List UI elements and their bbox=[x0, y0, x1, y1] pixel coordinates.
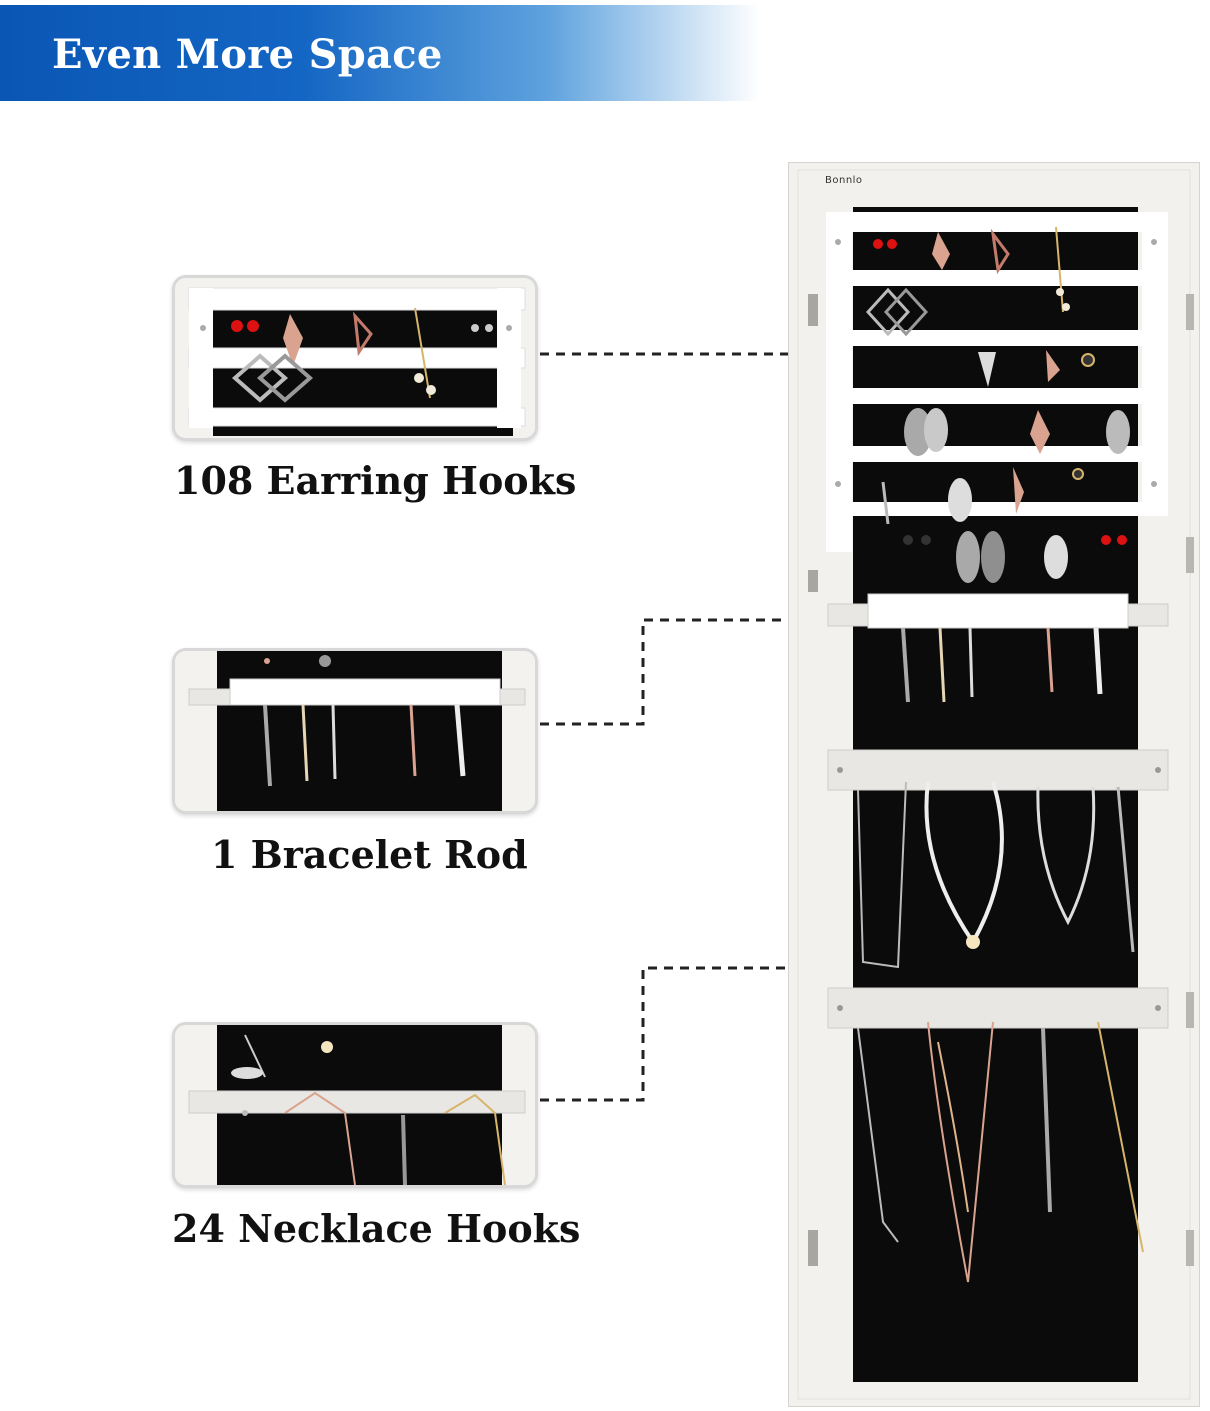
brand-logo: Bonnlo bbox=[825, 175, 863, 186]
necklace-hooks-thumbnail bbox=[172, 1022, 538, 1188]
title-banner: Even More Space bbox=[0, 5, 760, 101]
earring-hooks-label: 108 Earring Hooks bbox=[174, 458, 577, 503]
earring-hooks-thumbnail bbox=[172, 275, 538, 441]
bracelet-rod-label: 1 Bracelet Rod bbox=[211, 832, 528, 877]
jewelry-cabinet-photo bbox=[788, 162, 1200, 1407]
necklace-hooks-label: 24 Necklace Hooks bbox=[172, 1206, 581, 1251]
banner-title: Even More Space bbox=[52, 31, 443, 78]
earring-rails bbox=[826, 212, 1168, 552]
bracelet-rod-thumbnail bbox=[172, 648, 538, 814]
